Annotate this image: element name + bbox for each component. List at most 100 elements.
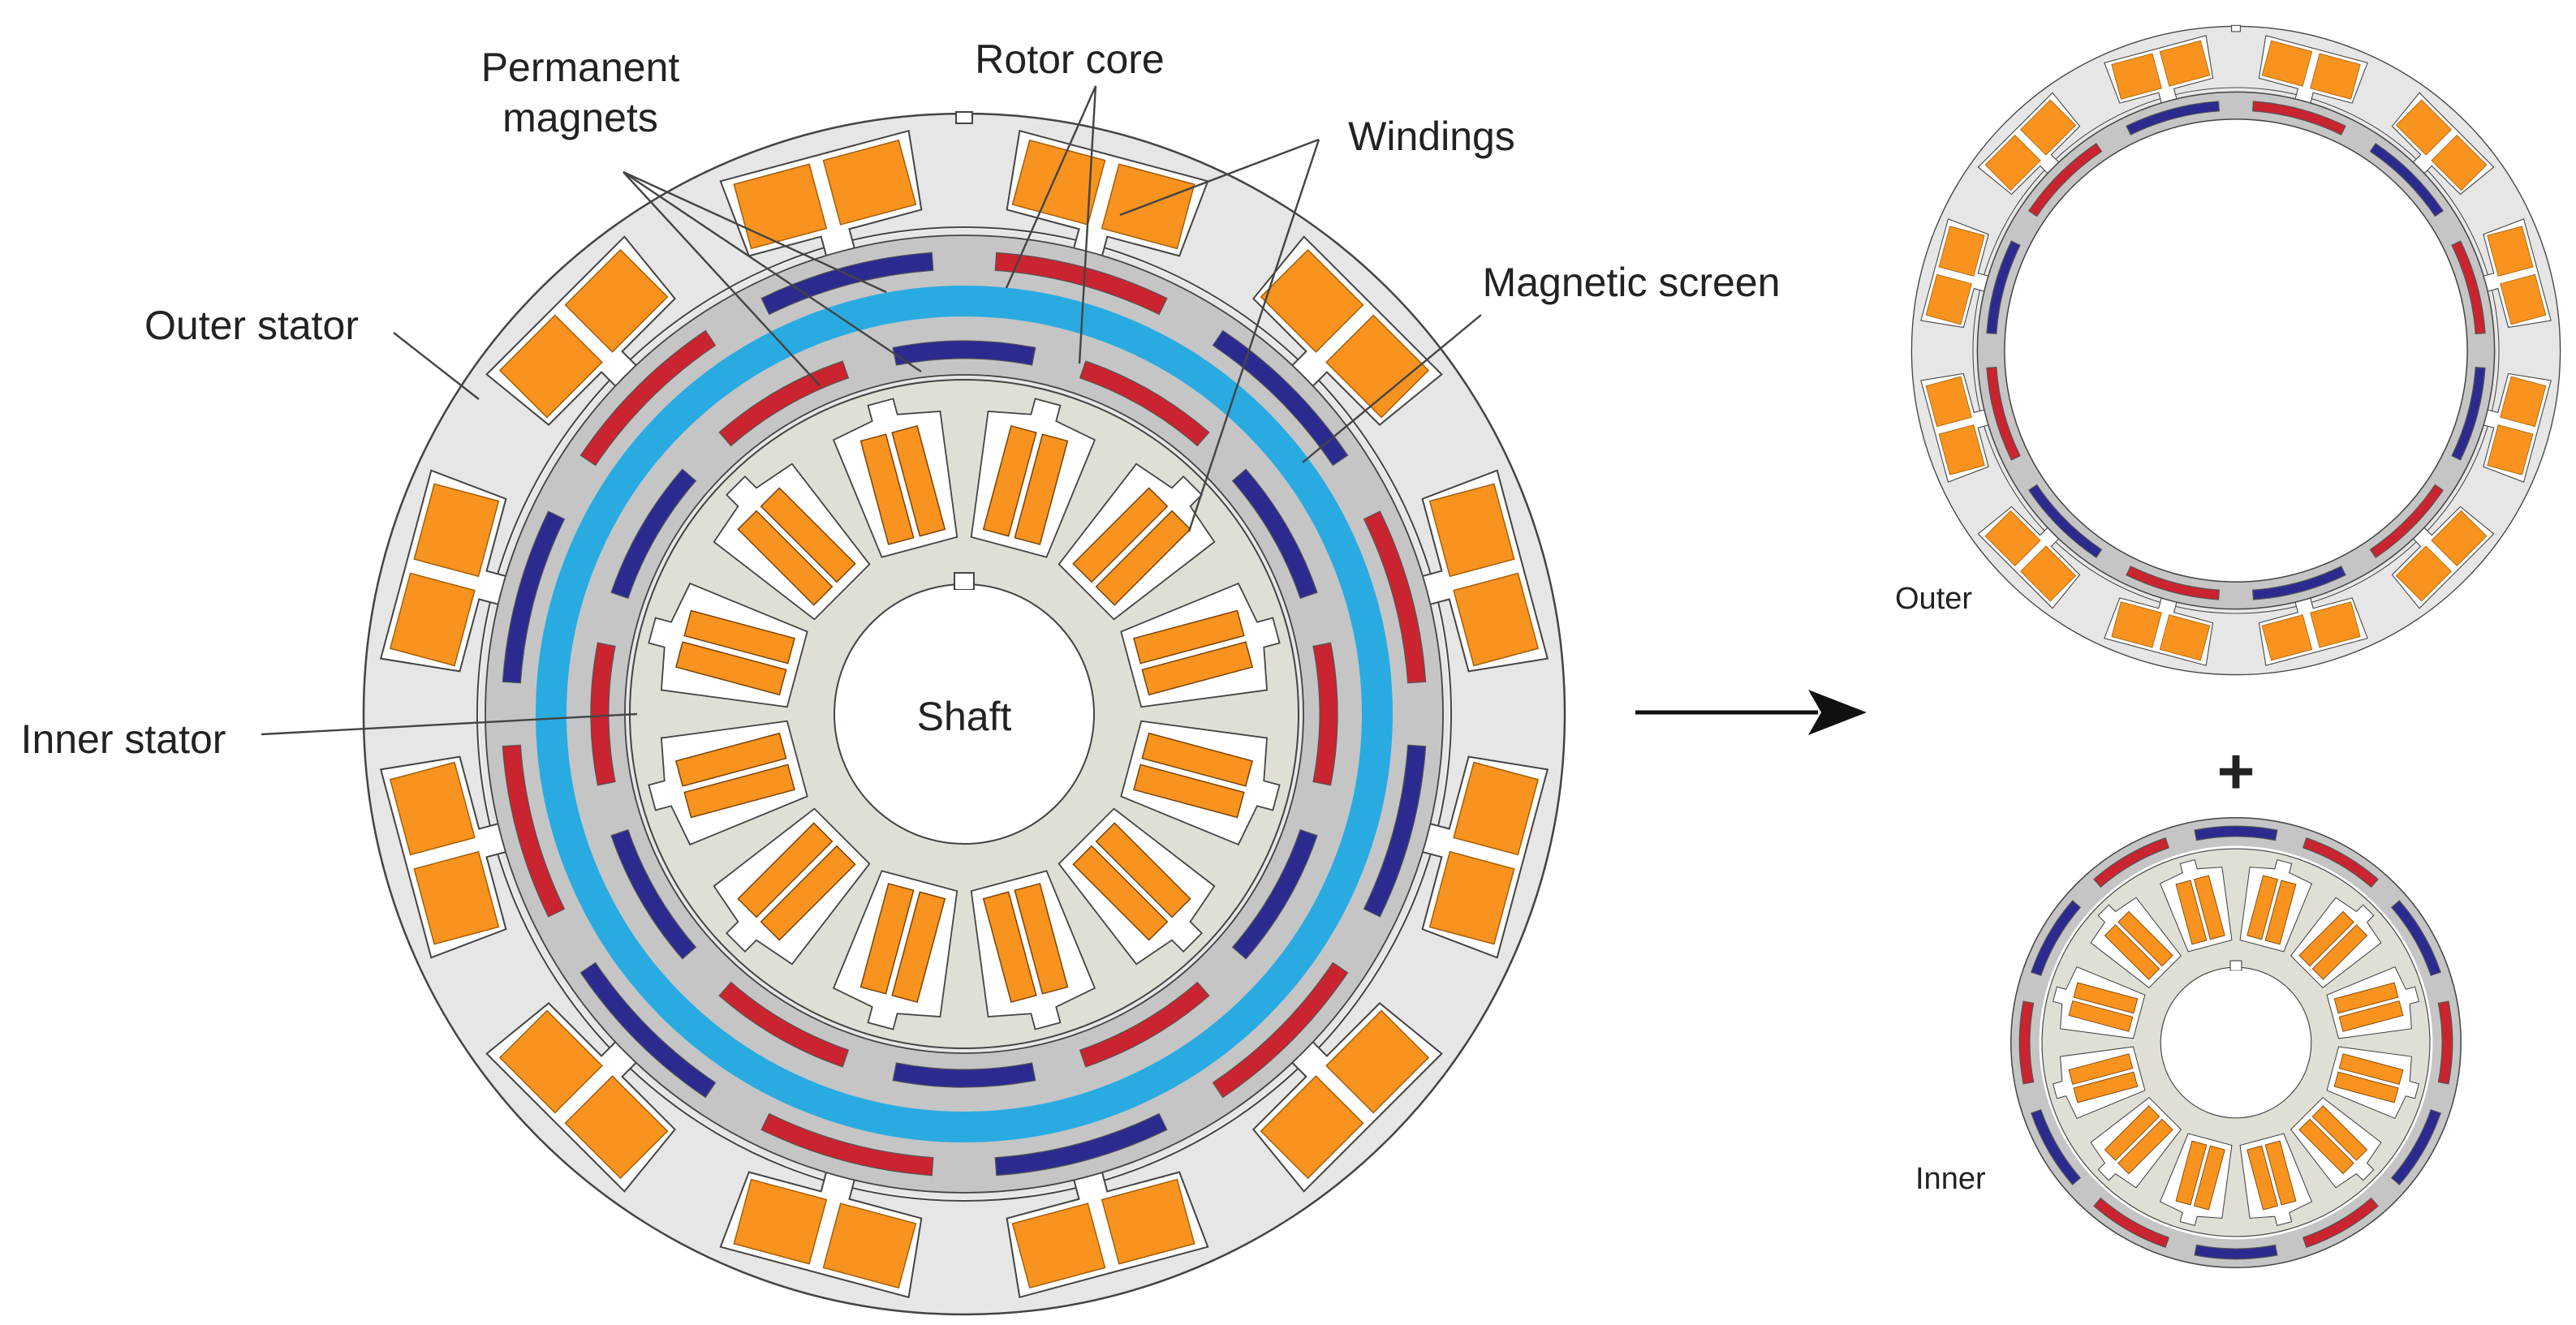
- permanent-magnet-outer: [1986, 367, 2021, 461]
- winding-coil: [859, 433, 915, 545]
- inner-stator-slot: [2090, 1096, 2182, 1189]
- winding-coil: [389, 761, 476, 856]
- winding-coil: [2500, 273, 2547, 325]
- inner-stator-slot: [2159, 1133, 2233, 1227]
- winding-coil: [2298, 910, 2354, 967]
- permanent-magnet-inner: [2093, 1197, 2170, 1249]
- permanent-magnet-inner: [590, 642, 616, 786]
- permanent-magnet-outer: [2369, 484, 2445, 559]
- winding-coil: [2111, 601, 2162, 648]
- winding-coil: [2073, 982, 2139, 1014]
- permanent-magnet-outer: [502, 744, 566, 918]
- leader-magnets-3: [622, 170, 887, 294]
- winding-coil: [1141, 732, 1254, 787]
- winding-coil: [2068, 1000, 2134, 1032]
- leader-inner-stator: [261, 712, 638, 736]
- inner-stator-slot: [2159, 858, 2233, 953]
- inner-stator-slot: [2290, 897, 2382, 989]
- permanent-magnet-inner: [610, 468, 697, 600]
- winding-coil: [1072, 487, 1169, 583]
- label-inner: Inner: [1915, 1162, 1986, 1196]
- winding-coil: [413, 483, 500, 578]
- permanent-magnet-outer: [502, 510, 566, 684]
- permanent-magnet-outer: [1363, 744, 1427, 918]
- winding-coil: [2487, 226, 2534, 277]
- winding-coil: [2333, 982, 2399, 1014]
- outer-stator-slot: [719, 1161, 923, 1299]
- winding-coil: [1453, 761, 1540, 856]
- permanent-magnet-inner: [1231, 468, 1318, 600]
- winding-coil: [2159, 614, 2211, 661]
- outer-rotor-bore: [2004, 118, 2468, 583]
- winding-coil: [2431, 510, 2488, 566]
- permanent-magnet-inner: [2302, 837, 2379, 888]
- inner-slot-opening: [713, 462, 871, 621]
- label-windings: Windings: [1348, 114, 1515, 159]
- permanent-magnet-outer: [579, 329, 717, 467]
- leader-windings-1: [1119, 138, 1320, 217]
- permanent-magnet-outer: [2369, 142, 2445, 217]
- label-permanent-magnets-line1: Permanent: [481, 45, 680, 90]
- inner-stator-slot: [1058, 807, 1216, 966]
- inner-slot-opening: [1058, 462, 1216, 621]
- winding-coil: [2246, 875, 2279, 940]
- label-outer: Outer: [1895, 582, 1972, 616]
- leader-magnets-2: [622, 171, 922, 372]
- inner-stator-slot: [1120, 582, 1281, 708]
- winding-coil: [498, 314, 603, 419]
- inner-rotor-outline: [2010, 817, 2462, 1268]
- winding-coil: [683, 764, 795, 819]
- permanent-magnet-outer: [1212, 961, 1349, 1099]
- winding-coil: [2117, 1118, 2173, 1175]
- label-magnetic-screen: Magnetic screen: [1483, 260, 1781, 305]
- outer-stator-key-notch: [955, 111, 973, 124]
- leader-lines: [261, 85, 1482, 736]
- winding-coil: [1014, 433, 1069, 545]
- permanent-magnet-inner: [2030, 900, 2082, 977]
- winding-coil: [2175, 880, 2208, 945]
- inner-part-diagram: [2010, 817, 2462, 1268]
- winding-coil: [2298, 1118, 2354, 1175]
- outer-stator-slot: [1411, 469, 1549, 673]
- winding-coil: [1453, 572, 1540, 667]
- winding-coil: [1260, 248, 1364, 353]
- outer-stator-slot: [2477, 372, 2552, 483]
- permanent-magnet-inner: [718, 981, 850, 1068]
- arrow-icon: [1635, 690, 1867, 735]
- winding-coil: [2117, 910, 2173, 967]
- inner-stator-slot: [970, 398, 1096, 558]
- main-motor: [362, 111, 1566, 1316]
- winding-coil: [1325, 314, 1430, 419]
- winding-coil: [1925, 376, 1972, 428]
- outer-stator-slot: [1920, 218, 1995, 329]
- label-inner-stator: Inner stator: [21, 716, 226, 762]
- inner-stator-slot: [2090, 897, 2182, 989]
- permanent-magnet-outer: [2451, 240, 2486, 334]
- winding-coil: [2333, 1071, 2399, 1103]
- winding-coil: [1095, 510, 1191, 606]
- winding-coil: [760, 487, 856, 583]
- winding-coil: [2395, 99, 2452, 156]
- winding-coil: [2395, 545, 2452, 602]
- permanent-magnet-outer: [760, 1112, 934, 1177]
- inner-stator-slot: [2290, 1096, 2382, 1189]
- winding-coil: [2261, 614, 2313, 661]
- permanent-magnet-outer: [1986, 240, 2021, 334]
- permanent-magnet-outer: [2451, 367, 2486, 461]
- winding-coil: [674, 732, 787, 787]
- winding-coil: [2159, 40, 2211, 87]
- magnetic-screen-ring: [536, 286, 1393, 1142]
- winding-coil: [1011, 1202, 1106, 1289]
- permanent-magnet-inner: [1079, 360, 1210, 447]
- inner-slot-opening: [2290, 1096, 2382, 1189]
- inner-stator-slot: [1058, 462, 1216, 621]
- permanent-magnet-outer: [994, 1112, 1168, 1177]
- winding-coil: [2431, 135, 2488, 191]
- rotor-outline-outer: [485, 234, 1444, 1194]
- winding-coil: [1984, 135, 2041, 191]
- permanent-magnet-outer: [579, 961, 717, 1099]
- winding-coil: [2310, 601, 2361, 648]
- winding-coil: [2310, 53, 2361, 100]
- permanent-magnet-inner: [2390, 900, 2442, 977]
